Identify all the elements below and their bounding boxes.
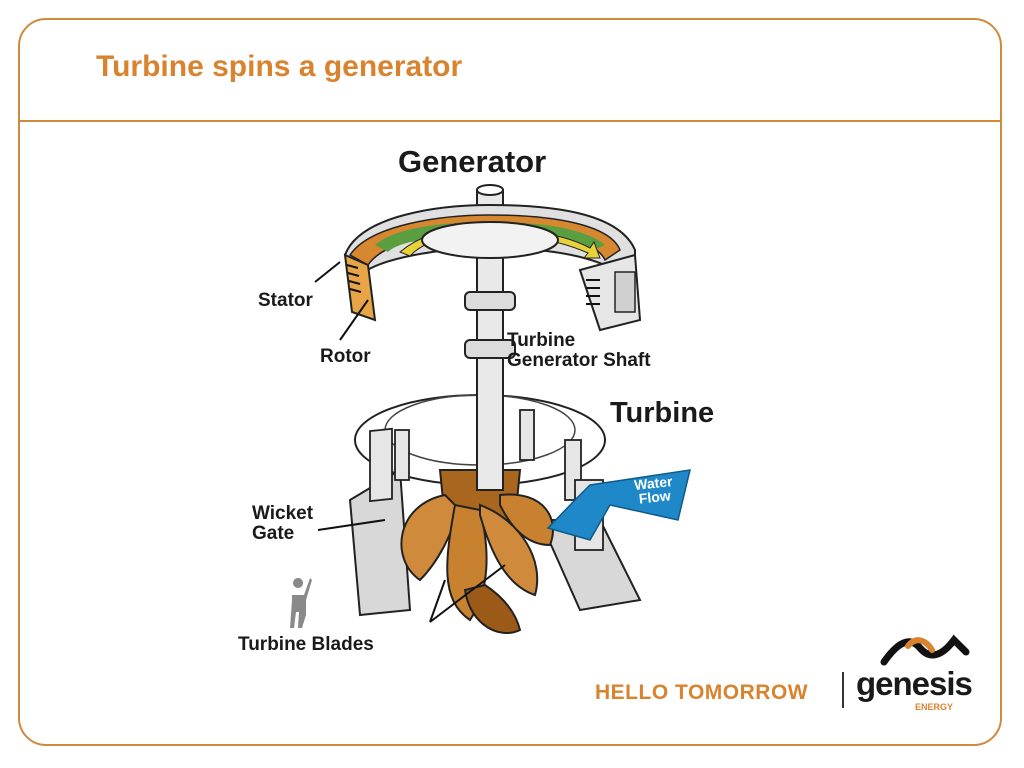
brand-separator bbox=[842, 672, 844, 708]
slide-frame bbox=[18, 18, 1002, 746]
title-divider bbox=[20, 120, 1000, 122]
label-generator: Generator bbox=[398, 144, 547, 179]
label-shaft-line1: Turbine bbox=[507, 330, 576, 351]
stator-section-left bbox=[343, 253, 377, 322]
water-flow-arrow bbox=[546, 469, 691, 541]
company-sub: ENERGY bbox=[915, 702, 954, 712]
leader-lines bbox=[314, 261, 506, 623]
person-scale-figure bbox=[290, 578, 312, 628]
label-wicket-gate: Wicket Gate bbox=[252, 504, 313, 544]
turbine-blades bbox=[400, 469, 554, 635]
shaft-coupling-lower bbox=[464, 339, 516, 359]
company-name: genesis bbox=[856, 665, 973, 702]
label-turbine: Turbine bbox=[610, 397, 715, 429]
label-turbine-blades: Turbine Blades bbox=[238, 634, 374, 655]
shaft-coupling-upper bbox=[464, 291, 516, 311]
label-wicket-line1: Wicket bbox=[252, 503, 314, 524]
label-shaft: Turbine Generator Shaft bbox=[507, 331, 651, 371]
generator-hub bbox=[421, 221, 559, 259]
label-wicket-line2: Gate bbox=[252, 522, 295, 544]
tagline: HELLO TOMORROW bbox=[595, 681, 809, 704]
label-rotor: Rotor bbox=[320, 346, 371, 367]
label-stator: Stator bbox=[258, 290, 313, 311]
genesis-wave-logo-icon bbox=[880, 634, 970, 666]
label-shaft-line2: Generator Shaft bbox=[507, 349, 651, 371]
slide-title: Turbine spins a generator bbox=[96, 50, 463, 83]
